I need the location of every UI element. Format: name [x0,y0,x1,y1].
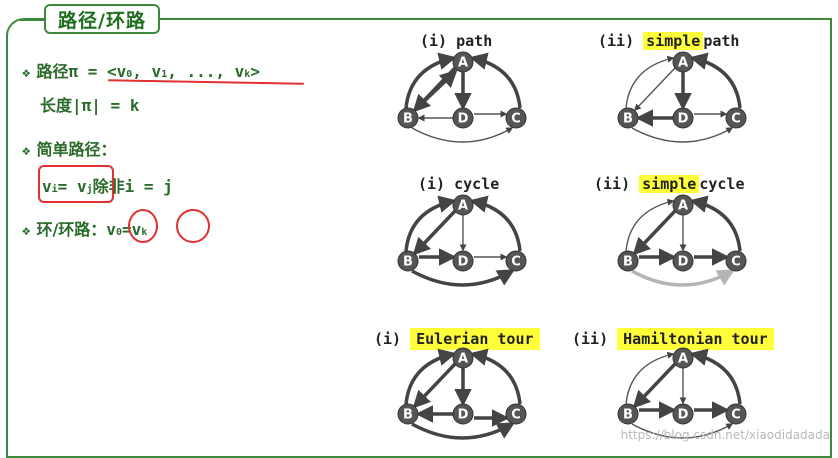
graph-edge-thick [689,348,742,405]
svg-text:B: B [623,408,633,423]
graph-edge-thick [689,52,742,109]
svg-text:A: A [458,352,468,367]
caption-cycle: (i) cycle [418,175,500,193]
graph-node-a: A [672,194,694,216]
title-tab: 路径/环路 [44,4,160,34]
svg-text:D: D [678,112,689,127]
svg-text:C: C [731,112,741,127]
graph-edge-thin [631,127,734,143]
graph-node-a: A [672,51,694,73]
svg-text:D: D [458,408,469,423]
caption-hamiltonian: (ii) Hamiltonian tour [572,328,774,350]
caption-eulerian: (i) Eulerian tour [374,328,540,350]
graph-edge-thin [631,423,734,439]
graph-node-a: A [452,347,474,369]
svg-text:B: B [403,255,413,270]
bullet-icon: ❖ [22,223,31,239]
caption-simple-path: (ii) simple path [598,32,740,50]
graph-node-a: A [672,347,694,369]
svg-text:C: C [511,255,521,270]
svg-text:D: D [678,408,689,423]
annotation-box [38,165,114,203]
graph-edge-thick [412,209,457,256]
graph-edge-thin [625,55,675,109]
graph-edge-thick [412,362,457,409]
graph-edge-thin [411,127,514,143]
graph-node-c: C [725,107,747,129]
graph-node-b: B [617,250,639,272]
svg-text:D: D [458,112,469,127]
svg-text:C: C [731,255,741,270]
svg-text:B: B [403,112,413,127]
bullet-length: 长度 |π| = k [40,96,140,115]
graph-edge-gray [631,269,736,287]
graph-node-b: B [617,107,639,129]
graph-node-b: B [397,403,419,425]
graph-edge-thick [469,348,522,405]
graph-node-d: D [452,107,474,129]
svg-text:A: A [678,199,688,214]
graph-simple-cycle: A B D C [617,194,747,287]
graph-edge-thick [404,348,457,405]
graph-cycle: A B D C [397,194,527,287]
graph-node-d: D [672,250,694,272]
svg-text:C: C [511,112,521,127]
svg-text:B: B [403,408,413,423]
graph-node-a: A [452,51,474,73]
svg-text:D: D [678,255,689,270]
svg-text:A: A [458,199,468,214]
graph-path: A B D C [397,51,527,143]
graph-edge-thick [469,52,522,109]
graph-node-c: C [505,403,527,425]
graph-edge-thick [632,209,677,256]
graph-edge-thick [469,195,522,252]
graph-edge-thick [404,52,457,109]
graph-node-d: D [452,250,474,272]
graph-node-b: B [617,403,639,425]
bullet-simple-path: ❖ 简单路径： [22,140,117,159]
svg-text:A: A [458,56,468,71]
graph-node-c: C [505,107,527,129]
caption-simple-cycle: (ii) simple cycle [594,175,745,193]
svg-text:B: B [623,112,633,127]
svg-text:A: A [678,352,688,367]
graph-node-a: A [452,194,474,216]
graph-edge-thick [412,66,457,113]
svg-text:D: D [458,255,469,270]
graph-edge-thin [625,198,675,252]
svg-text:C: C [731,408,741,423]
graph-hamiltonian: A B D C [617,347,747,439]
graph-edge-thick [404,195,457,252]
bullet-icon: ❖ [22,143,31,159]
graph-node-d: D [452,403,474,425]
graph-node-b: B [397,250,419,272]
graph-edge-thick [411,269,516,287]
graph-edge-thin [634,67,676,112]
graph-eulerian: A B D C [397,347,527,440]
graph-node-d: D [672,403,694,425]
graph-edge-thick [689,195,742,252]
svg-text:A: A [678,56,688,71]
graph-node-d: D [672,107,694,129]
graph-node-c: C [505,250,527,272]
graph-edge-thick [632,362,677,409]
graph-node-c: C [725,250,747,272]
svg-text:B: B [623,255,633,270]
bullet-icon: ❖ [22,65,31,81]
title-accent [20,19,46,21]
caption-path: (i) path [420,32,493,50]
annotation-circle [128,209,158,243]
page-title: 路径/环路 [58,9,146,32]
graph-node-b: B [397,107,419,129]
graph-edge-thick [411,422,516,440]
watermark: https://blog.csdn.net/xiaodidadada [620,428,830,442]
graph-edge-thin [625,351,675,405]
graph-node-c: C [725,403,747,425]
graph-simple-path: A B D C [617,51,747,143]
svg-text:C: C [511,408,521,423]
annotation-circle [176,209,210,243]
